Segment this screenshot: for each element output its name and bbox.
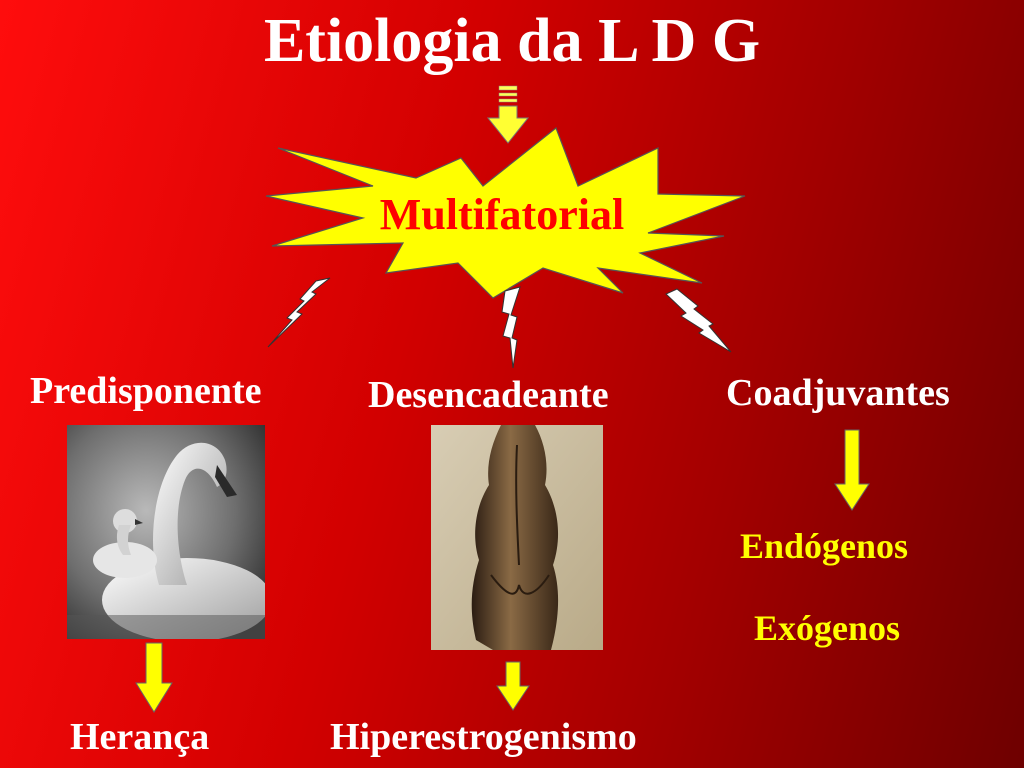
branch-label-predisponente: Predisponente xyxy=(30,370,262,412)
center-label-multifatorial: Multifatorial xyxy=(379,190,625,239)
slide-title: Etiologia da L D G xyxy=(263,7,761,75)
swans-photo xyxy=(67,425,265,639)
branch-label-desencadeante: Desencadeante xyxy=(368,374,609,416)
result-heranca: Herança xyxy=(70,716,210,758)
result-endogenos: Endógenos xyxy=(740,526,909,566)
figure-photo xyxy=(431,425,603,650)
result-exogenos: Exógenos xyxy=(754,608,901,648)
branch-label-coadjuvantes: Coadjuvantes xyxy=(726,372,950,414)
result-hiperestrogenismo: Hiperestrogenismo xyxy=(330,716,637,758)
